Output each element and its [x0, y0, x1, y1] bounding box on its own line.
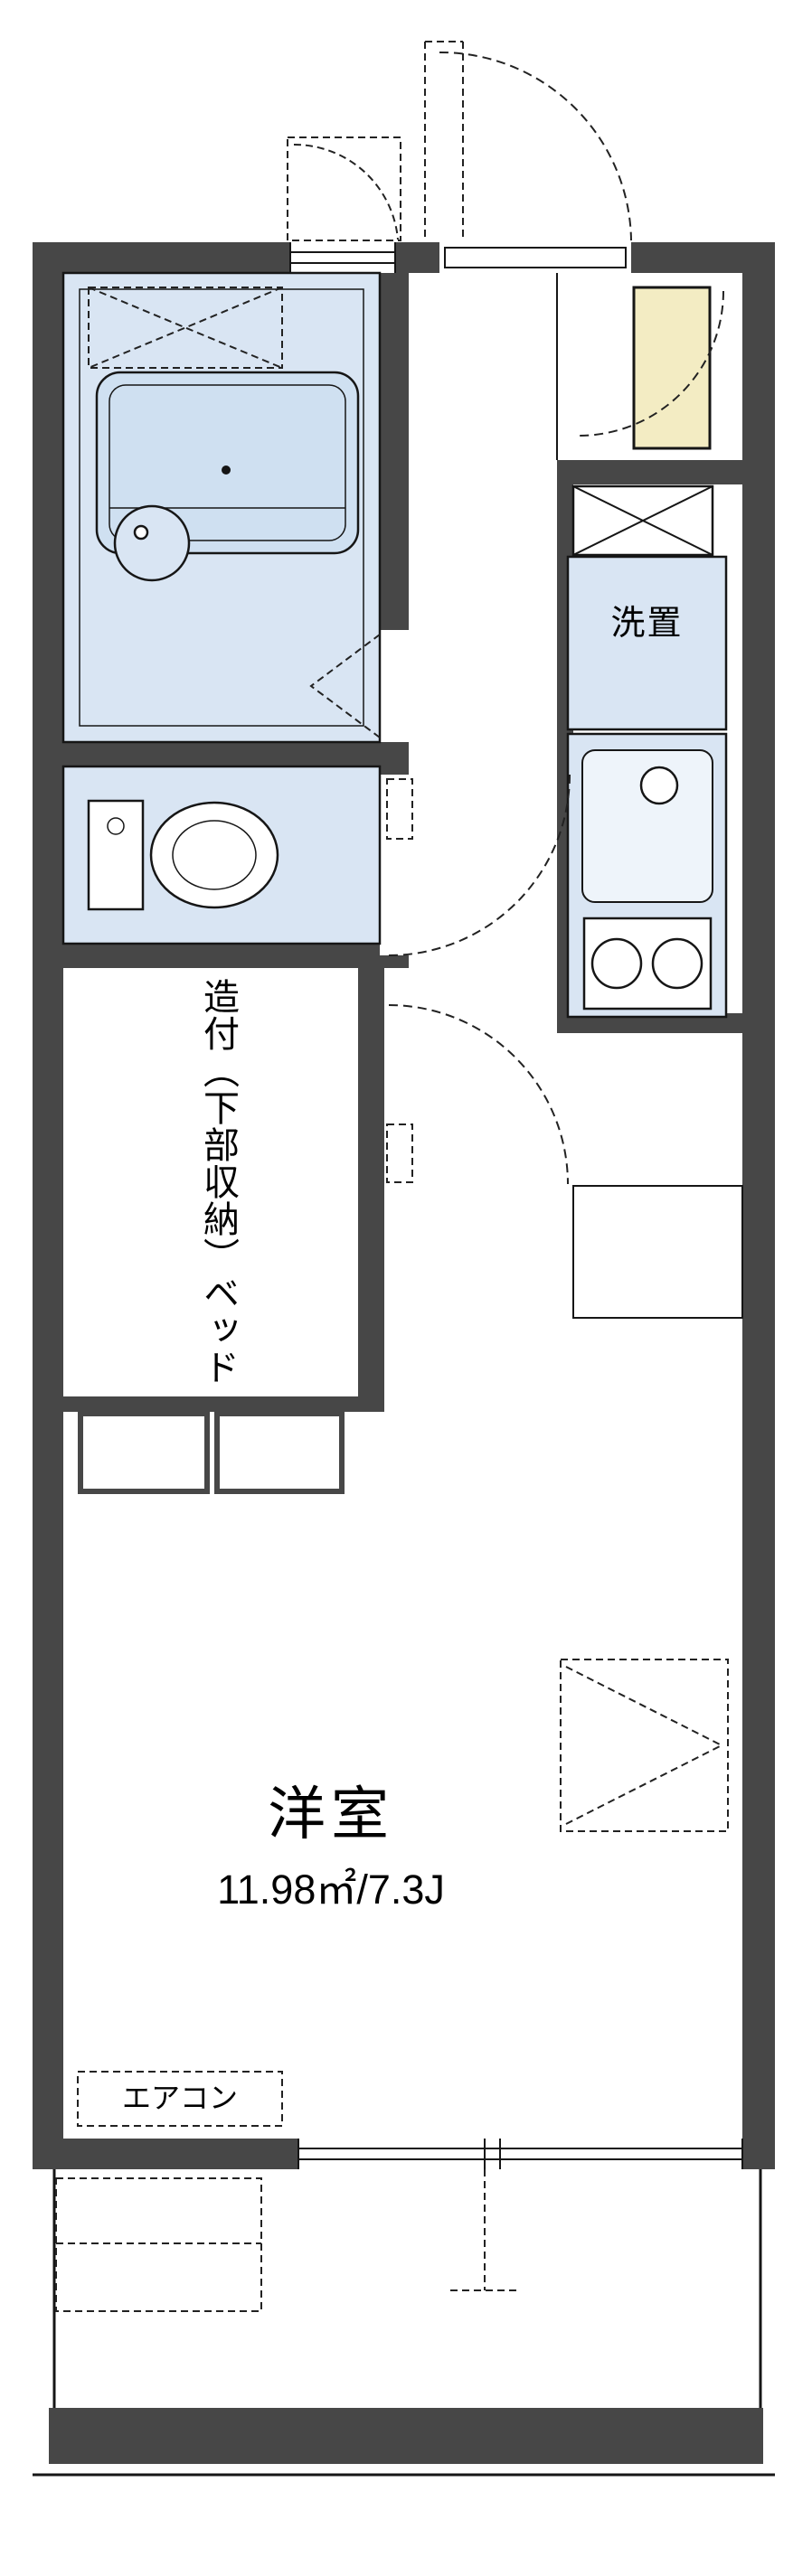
shoe-cabinet — [632, 286, 712, 450]
hallway-wall-stub — [380, 955, 409, 968]
exterior-window-arc — [293, 143, 399, 240]
built-in-bed-label: 造付（下部収納）ベッド — [198, 978, 238, 1386]
main-room-name-label: 洋室 — [268, 1782, 394, 1847]
laundry-label: 洗置 — [610, 605, 684, 643]
balcony-rail — [49, 2408, 763, 2464]
entrance-door-leaf — [444, 247, 627, 268]
stove-burner-left — [590, 937, 643, 990]
toilet-tank-button — [107, 817, 125, 835]
bathtub-drain-dot — [222, 465, 231, 475]
laundry-area — [566, 555, 728, 731]
outer-wall-right — [742, 242, 775, 2169]
hallway-wall-upper — [380, 273, 409, 630]
bath-toilet-wall — [63, 742, 380, 766]
bathtub-inner-line — [109, 384, 346, 541]
exterior-window-shutter-outline — [287, 136, 401, 241]
entrance-door-swing-arc — [439, 51, 632, 241]
bed-step-right — [214, 1411, 345, 1494]
kitchen-sink — [581, 749, 713, 903]
toilet-tank — [87, 799, 145, 911]
washbasin-drain — [133, 524, 149, 541]
stove-burner-right — [651, 937, 703, 990]
bathroom-unit-inner-line — [79, 288, 364, 727]
bathroom-window-opening — [290, 242, 395, 273]
washbasin — [113, 504, 191, 582]
entrance-utility-wall — [557, 460, 771, 484]
hallway-wall-mid — [380, 742, 409, 775]
outdoor-unit-outline — [55, 2177, 262, 2312]
main-room-size-label: 11.98㎡/7.3J — [217, 1866, 445, 1913]
closet-door-chevron — [565, 1666, 722, 1825]
bed-right-wall — [358, 968, 384, 1412]
closet-outline — [560, 1659, 729, 1832]
pipe-space-diagonal-2 — [572, 485, 713, 556]
entrance-inner-door-arc — [578, 290, 724, 437]
counter — [572, 1185, 743, 1319]
outer-wall-left — [33, 242, 63, 2169]
toilet-bed-wall — [63, 944, 380, 968]
toilet-bowl-inner — [172, 820, 257, 890]
bathroom-folding-door — [309, 634, 381, 738]
outer-wall-top — [33, 242, 775, 273]
toilet-door-hinge — [386, 778, 413, 840]
aircon-label: エアコン — [121, 2082, 238, 2114]
room-door-hinge — [386, 1123, 413, 1183]
toilet-bowl — [149, 801, 279, 909]
kitchen-bottom-wall — [557, 1013, 771, 1033]
bed-bottom-wall — [63, 1396, 384, 1412]
kitchen-sink-drain — [639, 766, 679, 805]
balcony-window-opening — [298, 2139, 742, 2169]
bathroom-vent-outline — [88, 287, 283, 369]
bed-step-left — [78, 1411, 210, 1494]
